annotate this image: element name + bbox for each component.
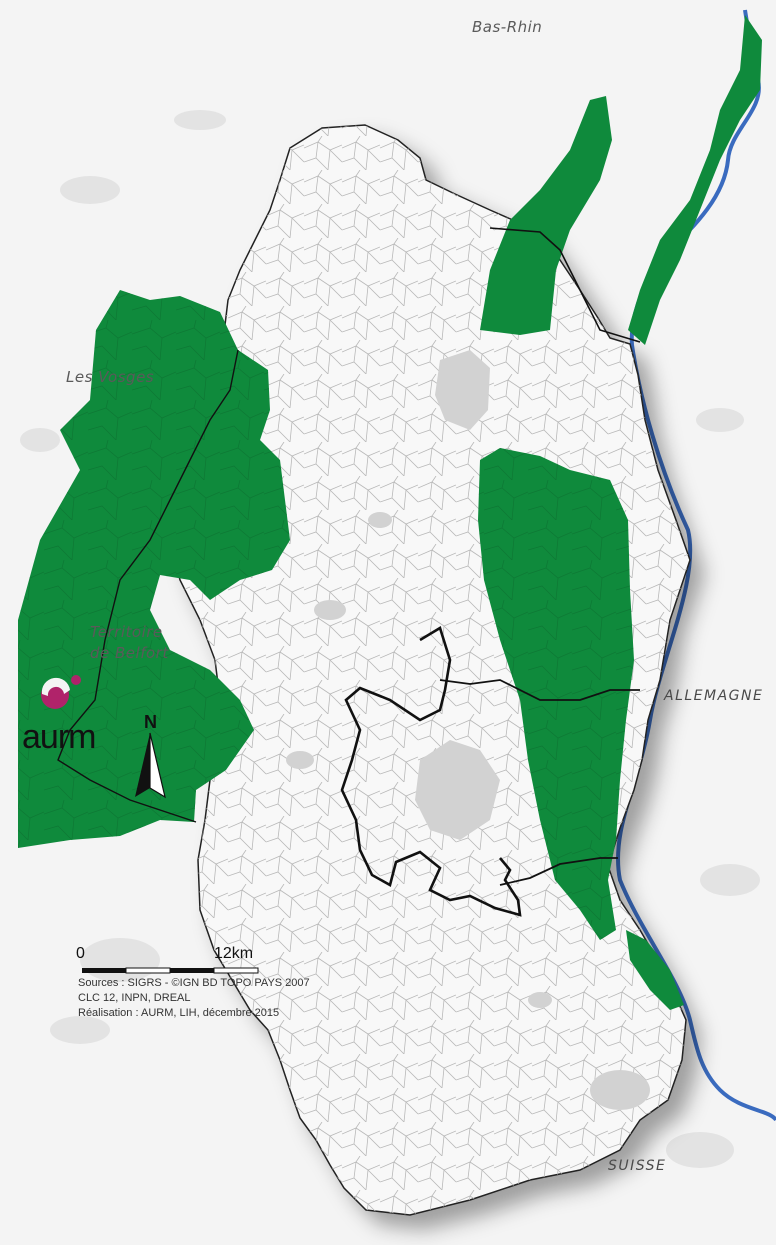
scale-end-label: 12km	[214, 945, 254, 962]
scale-start-label: 0	[76, 945, 85, 962]
aurm-logo-text: aurm	[22, 718, 96, 756]
scale-bar	[82, 967, 259, 974]
credits-line-1: Sources : SIGRS - ©IGN BD TOPO PAYS 2007	[78, 977, 310, 989]
label-territoire: Territoire	[90, 623, 163, 641]
map-credits: Sources : SIGRS - ©IGN BD TOPO PAYS 2007…	[78, 976, 310, 1021]
north-label: N	[144, 712, 157, 732]
credits-line-3: Réalisation : AURM, LIH, décembre 2015	[78, 1007, 280, 1019]
north-arrow-icon	[135, 732, 166, 799]
borders	[57, 227, 641, 917]
label-bas-rhin: Bas-Rhin	[472, 18, 543, 36]
aurm-logo-mark	[41, 675, 81, 709]
label-de-belfort: de Belfort	[90, 644, 169, 662]
protected-areas	[18, 15, 762, 1010]
background-urban-areas	[20, 110, 760, 1168]
label-allemagne: ALLEMAGNE	[664, 688, 764, 704]
credits-line-2: CLC 12, INPN, DREAL	[78, 992, 191, 1004]
urban-areas	[286, 350, 650, 1110]
rhine-river	[615, 9, 776, 1122]
label-suisse: SUISSE	[608, 1158, 667, 1174]
label-les-vosges: Les Vosges	[66, 368, 155, 386]
